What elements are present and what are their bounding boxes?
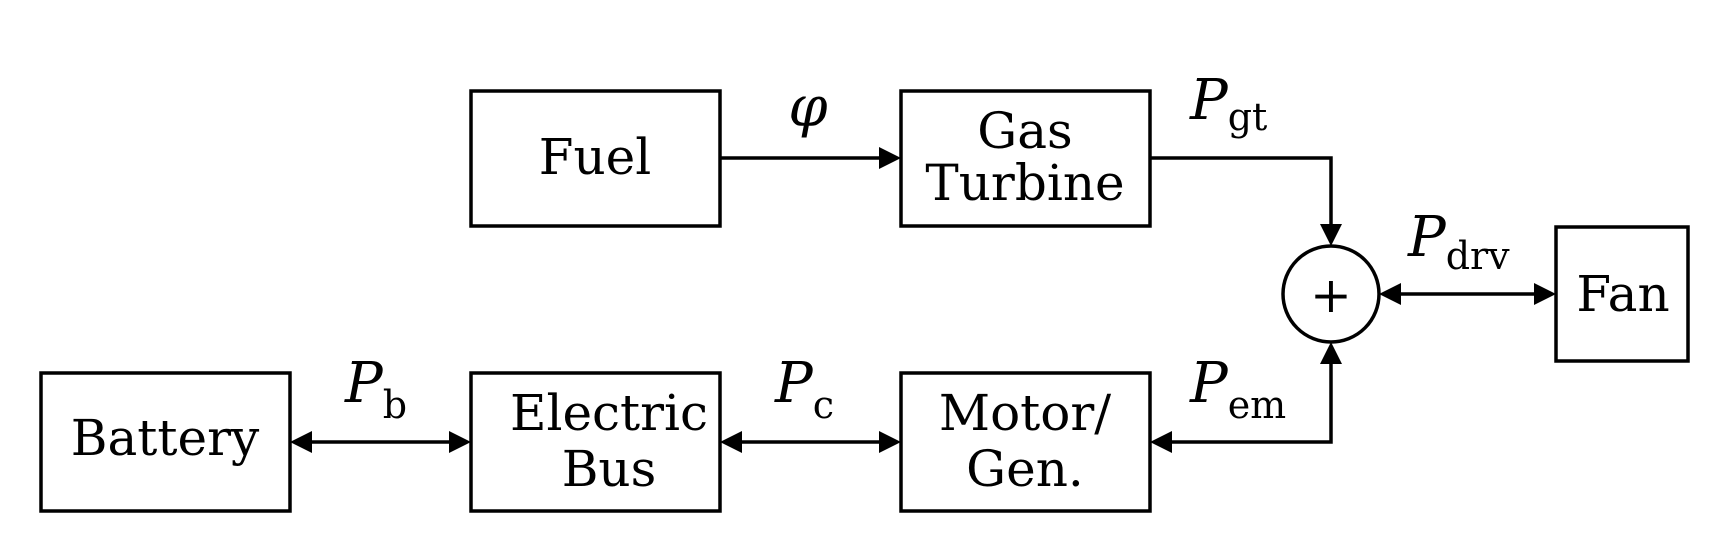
summer-fan-arrow [1379, 283, 1556, 305]
signal-p-gt: Pgt [1189, 68, 1267, 139]
gas-turbine-block: Gas Turbine [899, 89, 1152, 228]
signal-p-b: Pb [344, 351, 407, 427]
signal-p-c-subscript: c [813, 383, 834, 427]
summing-junction-plus: + [1310, 266, 1352, 324]
fan-block: Fan [1554, 225, 1690, 363]
fuel-label: Fuel [539, 128, 651, 186]
signal-p-c: Pc [774, 351, 834, 427]
signal-p-c-symbol: P [774, 351, 814, 416]
battery-label: Battery [71, 409, 260, 467]
signal-p-drv: Pdrv [1407, 205, 1510, 278]
signal-p-em: Pem [1189, 351, 1286, 427]
gas-turbine-label-line1: Gas [977, 102, 1072, 160]
motor-gen-block: Motor/ Gen. [899, 371, 1152, 513]
signal-p-b-symbol: P [344, 351, 384, 416]
fan-label: Fan [1576, 265, 1669, 323]
battery-bus-arrow [290, 431, 471, 453]
battery-block: Battery [39, 371, 292, 513]
electric-bus-block: Electric Bus [469, 371, 722, 513]
electric-bus-label-line2: Bus [562, 440, 657, 498]
gas-turbine-label-line2: Turbine [925, 154, 1124, 212]
turbine-to-summer-arrow [1150, 156, 1342, 246]
summing-junction: + [1281, 244, 1381, 344]
motor-gen-label-line1: Motor/ [939, 384, 1111, 442]
fuel-block: Fuel [469, 89, 722, 228]
signal-p-gt-subscript: gt [1228, 95, 1268, 139]
signal-p-em-subscript: em [1228, 383, 1287, 427]
signal-p-gt-symbol: P [1189, 68, 1229, 133]
signal-p-drv-subscript: drv [1446, 234, 1510, 278]
motor-gen-label-line2: Gen. [966, 440, 1084, 498]
signal-p-b-subscript: b [383, 383, 407, 427]
signal-p-drv-symbol: P [1407, 205, 1447, 270]
signal-phi: φ [788, 75, 827, 140]
electric-bus-label-line1: Electric [510, 384, 708, 442]
signal-p-em-symbol: P [1189, 351, 1229, 416]
bus-motor-arrow [720, 431, 901, 453]
motor-summer-arrow [1150, 342, 1342, 453]
fuel-to-turbine-arrow [720, 147, 901, 169]
